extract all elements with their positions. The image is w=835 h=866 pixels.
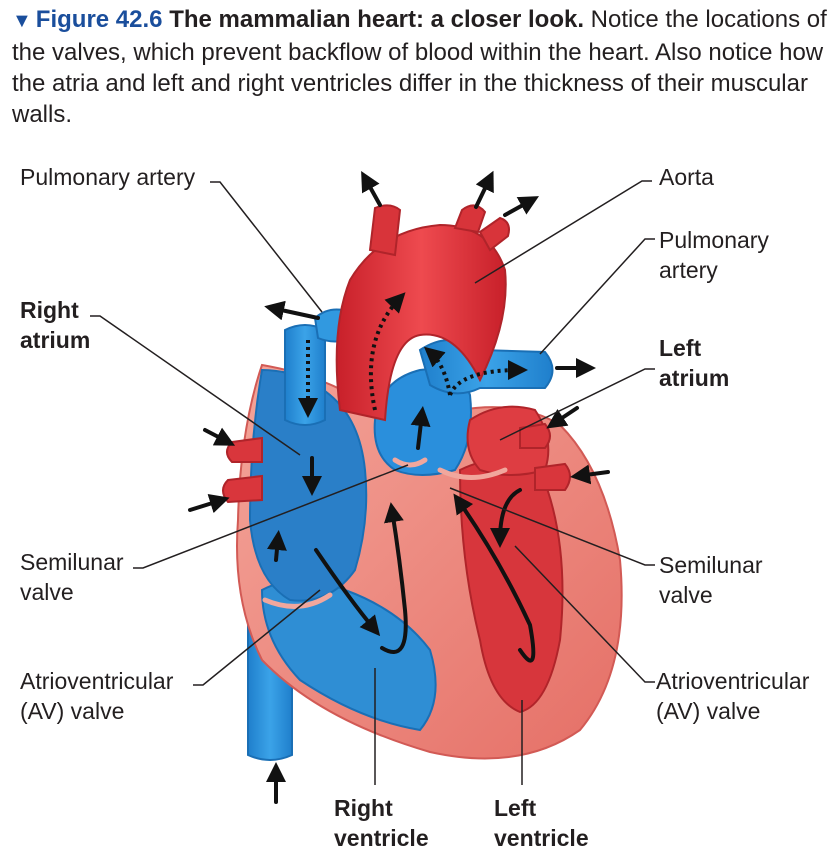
label-left-atrium-2: atrium — [659, 365, 730, 391]
label-semilunar-valve-right-2: valve — [659, 582, 713, 608]
valve-flaps — [262, 457, 508, 609]
label-av-valve-right-2: (AV) valve — [656, 698, 761, 724]
label-av-valve-right-1: Atrioventricular — [656, 668, 810, 694]
figure-label: Figure 42.6 — [35, 6, 163, 33]
label-right-atrium-2: atrium — [20, 327, 91, 353]
label-av-valve-left-2: (AV) valve — [20, 698, 125, 724]
label-semilunar-valve-left-2: valve — [20, 579, 74, 605]
dotted-flow-arrows — [298, 292, 528, 418]
label-right-ventricle-1: Right — [334, 795, 393, 821]
label-pulmonary-artery-right-2: artery — [659, 257, 718, 283]
label-left-ventricle-2: ventricle — [494, 825, 589, 851]
label-av-valve-left-1: Atrioventricular — [20, 668, 174, 694]
pulmonary-veins-left — [222, 436, 263, 504]
label-right-ventricle-2: ventricle — [334, 825, 429, 851]
label-semilunar-valve-right-1: Semilunar — [659, 552, 763, 578]
left-atrium-chamber — [466, 405, 571, 491]
label-semilunar-valve-left-1: Semilunar — [20, 549, 124, 575]
superior-vena-cava — [284, 324, 326, 426]
caption-triangle-icon: ▼ — [12, 10, 32, 32]
label-pulmonary-artery-left: Pulmonary artery — [20, 164, 196, 190]
leader-lines — [90, 180, 655, 785]
figure-caption-body: Notice the locations of the valves, whic… — [12, 6, 827, 128]
label-pulmonary-artery-right-1: Pulmonary — [659, 227, 769, 253]
blood-flow-arrows — [188, 170, 610, 804]
label-right-atrium-1: Right — [20, 297, 79, 323]
figure-caption: ▼Figure 42.6 The mammalian heart: a clos… — [12, 4, 827, 130]
label-aorta: Aorta — [659, 164, 714, 190]
figure-title: The mammalian heart: a closer look. — [169, 6, 584, 33]
label-left-atrium-1: Left — [659, 335, 702, 361]
label-left-ventricle-1: Left — [494, 795, 537, 821]
aorta-vessel — [335, 204, 510, 422]
